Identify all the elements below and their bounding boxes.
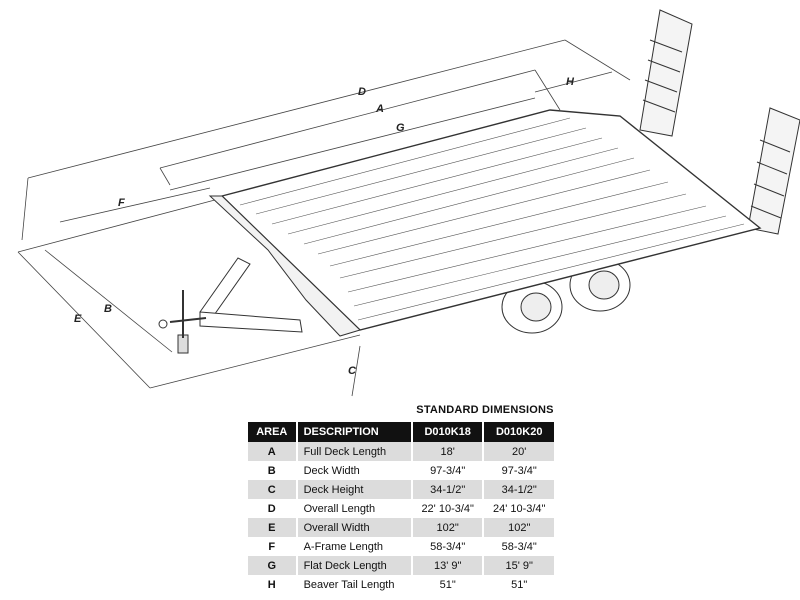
ramp-right bbox=[747, 107, 800, 235]
deck-slats bbox=[239, 117, 745, 321]
cell-d010k20: 20' bbox=[483, 442, 554, 461]
cell-area: C bbox=[248, 480, 298, 499]
dim-label-a: A bbox=[375, 103, 384, 115]
cell-d010k18: 22' 10-3/4" bbox=[411, 499, 485, 518]
table-row: F A-Frame Length 58-3/4" 58-3/4" bbox=[248, 537, 554, 556]
cell-description: Overall Length bbox=[296, 499, 413, 518]
col-header-area: AREA bbox=[248, 422, 298, 442]
cell-d010k18: 58-3/4" bbox=[411, 537, 485, 556]
cell-description: Deck Height bbox=[296, 480, 413, 499]
dim-label-g: G bbox=[396, 122, 405, 134]
table-row: G Flat Deck Length 13' 9" 15' 9" bbox=[248, 556, 554, 575]
table-row: B Deck Width 97-3/4" 97-3/4" bbox=[248, 461, 554, 480]
cell-description: Beaver Tail Length bbox=[296, 575, 413, 594]
cell-area: D bbox=[248, 499, 298, 518]
dim-label-c: C bbox=[348, 365, 357, 377]
cell-d010k18: 102" bbox=[411, 518, 485, 537]
ramp-left bbox=[639, 9, 693, 137]
cell-description: Overall Width bbox=[296, 518, 413, 537]
cell-d010k18: 97-3/4" bbox=[411, 461, 485, 480]
cell-d010k20: 24' 10-3/4" bbox=[483, 499, 554, 518]
trailer-deck bbox=[220, 109, 762, 331]
cell-description: A-Frame Length bbox=[296, 537, 413, 556]
a-frame bbox=[158, 257, 303, 354]
cell-area: G bbox=[248, 556, 298, 575]
cell-area: A bbox=[248, 442, 298, 461]
cell-description: Full Deck Length bbox=[296, 442, 413, 461]
dim-label-f: F bbox=[118, 197, 125, 209]
cell-area: H bbox=[248, 575, 298, 594]
table-row: E Overall Width 102" 102" bbox=[248, 518, 554, 537]
dim-label-e: E bbox=[74, 313, 82, 325]
cell-d010k20: 15' 9" bbox=[483, 556, 554, 575]
cell-d010k18: 34-1/2" bbox=[411, 480, 485, 499]
table-row: A Full Deck Length 18' 20' bbox=[248, 442, 554, 461]
dimension-lines bbox=[17, 39, 631, 397]
spec-table: AREA DESCRIPTION D010K18 D010K20 A Full … bbox=[248, 422, 554, 594]
front-panel bbox=[208, 195, 361, 337]
cell-d010k18: 13' 9" bbox=[411, 556, 485, 575]
wheels bbox=[501, 258, 631, 334]
col-header-d010k20: D010K20 bbox=[483, 422, 554, 442]
cell-d010k18: 51" bbox=[411, 575, 485, 594]
spec-header-row: AREA DESCRIPTION D010K18 D010K20 bbox=[248, 422, 554, 442]
cell-d010k20: 51" bbox=[483, 575, 554, 594]
table-row: C Deck Height 34-1/2" 34-1/2" bbox=[248, 480, 554, 499]
col-header-description: DESCRIPTION bbox=[296, 422, 413, 442]
cell-d010k20: 102" bbox=[483, 518, 554, 537]
col-header-d010k18: D010K18 bbox=[411, 422, 485, 442]
spec-table-title: STANDARD DIMENSIONS bbox=[416, 404, 554, 416]
trailer-drawing: D A G H F B E C bbox=[17, 9, 800, 397]
cell-d010k20: 34-1/2" bbox=[483, 480, 554, 499]
dim-label-b: B bbox=[104, 303, 112, 315]
cell-description: Flat Deck Length bbox=[296, 556, 413, 575]
cell-d010k20: 58-3/4" bbox=[483, 537, 554, 556]
cell-area: E bbox=[248, 518, 298, 537]
trailer bbox=[158, 9, 800, 354]
dim-label-h: H bbox=[566, 76, 575, 88]
cell-area: B bbox=[248, 461, 298, 480]
table-row: H Beaver Tail Length 51" 51" bbox=[248, 575, 554, 594]
cell-description: Deck Width bbox=[296, 461, 413, 480]
cell-d010k20: 97-3/4" bbox=[483, 461, 554, 480]
dim-label-d: D bbox=[358, 86, 366, 98]
cell-area: F bbox=[248, 537, 298, 556]
cell-d010k18: 18' bbox=[411, 442, 485, 461]
table-row: D Overall Length 22' 10-3/4" 24' 10-3/4" bbox=[248, 499, 554, 518]
dimension-letters: D A G H F B E C bbox=[74, 76, 575, 377]
